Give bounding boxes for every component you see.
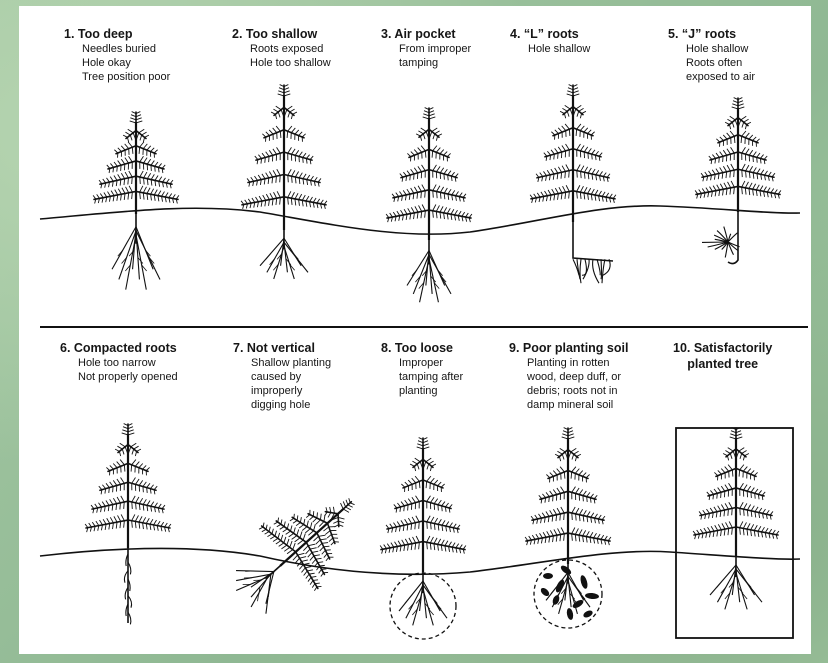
debris-chunk bbox=[585, 592, 599, 599]
tree-l-roots bbox=[530, 85, 616, 284]
tree-too-deep bbox=[93, 112, 179, 290]
tree-satisfactory bbox=[693, 428, 779, 610]
tree-poor-soil bbox=[525, 428, 611, 614]
debris-chunk bbox=[582, 609, 594, 619]
ground-line-bottom bbox=[40, 548, 800, 574]
tree-compacted-roots bbox=[85, 424, 171, 625]
tree-air-pocket bbox=[386, 108, 472, 303]
ground-line-top bbox=[40, 206, 800, 234]
tree-not-vertical bbox=[215, 470, 380, 631]
tree-j-roots bbox=[695, 98, 781, 264]
tree-too-shallow bbox=[241, 85, 327, 279]
debris-chunk bbox=[579, 574, 589, 589]
debris-chunk bbox=[566, 608, 574, 621]
tree-too-loose bbox=[380, 438, 466, 626]
satisfactory-frame bbox=[676, 428, 793, 638]
debris-chunk bbox=[543, 573, 553, 579]
